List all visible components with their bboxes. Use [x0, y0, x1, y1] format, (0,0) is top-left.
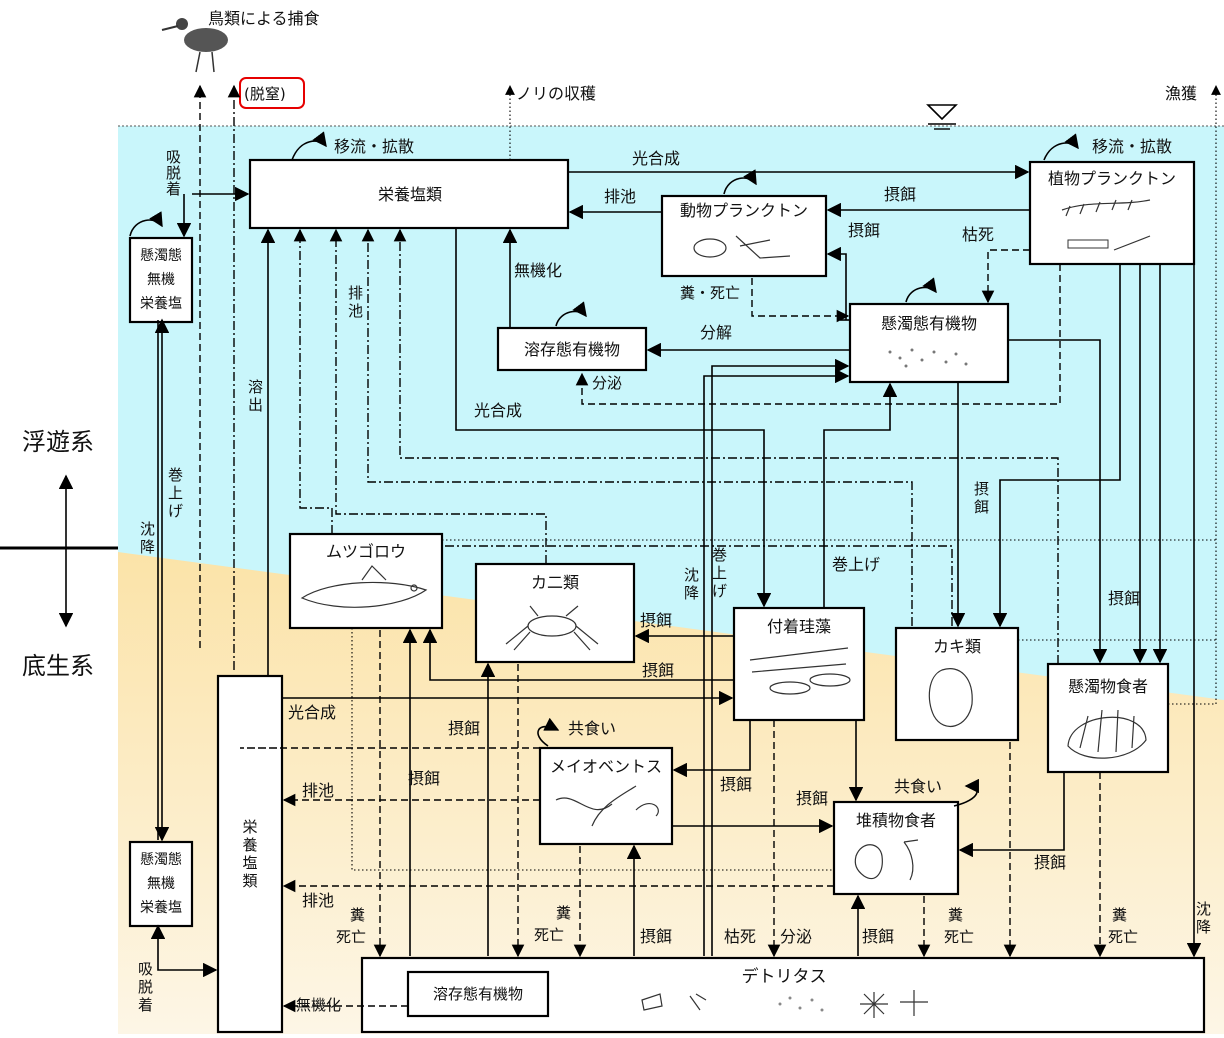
cannibal-dep-label: 共食い: [894, 777, 942, 796]
deposit-feeder-label: 堆積物食者: [856, 811, 936, 830]
photosynthesis-mid-label: 光合成: [474, 401, 522, 420]
feces-c-2: 死亡: [944, 928, 974, 946]
secretion-bot-label: 分泌: [780, 927, 812, 946]
suspension-feeder-label: 懸濁物食者: [1068, 677, 1148, 696]
resuspension-mid-label: 巻上げ: [832, 555, 880, 574]
suspended-inorganic-upper-l1: 懸濁態: [140, 248, 182, 264]
photosynthesis-top-label: 光合成: [632, 149, 680, 168]
resuspension-mid-v3: げ: [712, 582, 727, 600]
nutrients-sediment-l2: 養: [242, 836, 257, 854]
grazing-oyster-v2: 餌: [974, 498, 989, 516]
mortality-label: 枯死: [962, 225, 994, 244]
adsorb-lower-v3: 着: [138, 996, 153, 1014]
crab-label: カ二類: [531, 573, 579, 592]
nori-harvest-label: ノリの収穫: [516, 84, 596, 103]
particulate-organic-label: 懸濁態有機物: [881, 314, 977, 333]
resuspension-v1: 巻: [168, 466, 183, 484]
suspended-inorganic-upper-l3: 栄養塩: [140, 295, 182, 312]
secretion-label: 分泌: [592, 374, 622, 392]
suspended-inorganic-upper-l2: 無機: [147, 272, 175, 288]
zone-pelagic: 浮遊系: [22, 428, 94, 456]
zone-benthic: 底生系: [22, 652, 94, 680]
feces-d-1: 糞: [1112, 906, 1127, 924]
excretion-top-label: 排池: [604, 187, 636, 206]
feces-d-2: 死亡: [1108, 928, 1138, 946]
excretion-vert-v1: 排: [348, 284, 363, 302]
feces-b-2: 死亡: [534, 926, 564, 944]
settling-v2: 降: [140, 538, 155, 556]
grazing-dep-r-label: 摂餌: [1034, 853, 1066, 872]
advection-label-1: 移流・拡散: [334, 137, 414, 156]
decomposition-label: 分解: [700, 323, 732, 342]
settling-v1: 沈: [140, 520, 155, 538]
water-surface-icon: [928, 105, 956, 129]
oyster-label: カキ類: [933, 637, 981, 656]
detritus-label: デトリタス: [742, 966, 827, 987]
excretion-vert-v2: 池: [348, 302, 363, 320]
feces-death-label: 糞・死亡: [680, 284, 740, 302]
fishery-label: 漁獲: [1165, 84, 1197, 103]
feces-a-1: 糞: [350, 906, 365, 924]
grazing-oyster-v1: 摂: [974, 480, 989, 498]
grazing-bot-b-label: 摂餌: [862, 927, 894, 946]
grazing-left-label: 摂餌: [408, 769, 440, 788]
resuspension-mid-v1: 巻: [712, 546, 727, 564]
elution-v1: 溶: [248, 378, 263, 396]
grazing-bot-a-label: 摂餌: [640, 927, 672, 946]
nutrients-sediment-l3: 塩: [242, 854, 257, 872]
grazing-zoo-label: 摂餌: [884, 185, 916, 204]
grazing-zoo2-label: 摂餌: [848, 221, 880, 240]
resuspension-mid-v2: 上: [712, 564, 727, 582]
meiobenthos-label: メイオベントス: [550, 757, 662, 776]
mortality-bot-label: 枯死: [724, 927, 756, 946]
grazing-meio-r-label: 摂餌: [720, 775, 752, 794]
settling-right-v1: 沈: [1196, 900, 1211, 918]
feces-c-1: 糞: [948, 906, 963, 924]
resuspension-v3: げ: [168, 502, 183, 520]
excretion-b-label: 排池: [302, 891, 334, 910]
mineralization-bot-label: 無機化: [296, 996, 341, 1014]
grazing-dep-label: 摂餌: [796, 789, 828, 808]
grazing-crab-a-label: 摂餌: [640, 611, 672, 630]
suspended-inorganic-lower-l2: 無機: [147, 876, 175, 892]
settling-mid-v2: 降: [684, 584, 699, 602]
bird-predation-label: 鳥類による捕食: [208, 9, 320, 28]
suspended-inorganic-lower-l1: 懸濁態: [140, 852, 182, 868]
adsorb-upper-v3: 着: [166, 180, 181, 198]
dissolved-organic-label: 溶存態有機物: [524, 340, 620, 359]
suspended-inorganic-lower-l3: 栄養塩: [140, 899, 182, 916]
adsorb-lower-v1: 吸: [138, 960, 153, 978]
nutrients-water-label: 栄養塩類: [378, 185, 442, 204]
photosynthesis-low-label: 光合成: [288, 703, 336, 722]
cannibal-meio-label: 共食い: [568, 719, 616, 738]
dissolved-organic-sed-label: 溶存態有機物: [433, 985, 523, 1003]
settling-right-v2: 降: [1196, 918, 1211, 936]
resuspension-v2: 上: [168, 484, 183, 502]
advection-label-2: 移流・拡散: [1092, 137, 1172, 156]
grazing-susp-label: 摂餌: [1108, 589, 1140, 608]
grazing-crab-b-label: 摂餌: [642, 661, 674, 680]
grazing-meio-l-label: 摂餌: [448, 719, 480, 738]
feces-a-2: 死亡: [336, 928, 366, 946]
settling-mid-v1: 沈: [684, 566, 699, 584]
elution-v2: 出: [248, 396, 263, 414]
nutrients-sediment-l4: 類: [242, 872, 257, 890]
denitrification-label: (脱窒): [244, 85, 286, 103]
excretion-a-label: 排池: [302, 781, 334, 800]
diatom-label: 付着珪藻: [767, 617, 831, 636]
mutsugoro-label: ムツゴロウ: [326, 542, 406, 561]
feces-b-1: 糞: [556, 904, 571, 922]
nutrients-sediment-l1: 栄: [242, 818, 257, 836]
mineralization-label: 無機化: [514, 261, 562, 280]
phytoplankton-label: 植物プランクトン: [1048, 169, 1176, 188]
zooplankton-label: 動物プランクトン: [680, 201, 808, 220]
adsorb-lower-v2: 脱: [138, 978, 153, 996]
